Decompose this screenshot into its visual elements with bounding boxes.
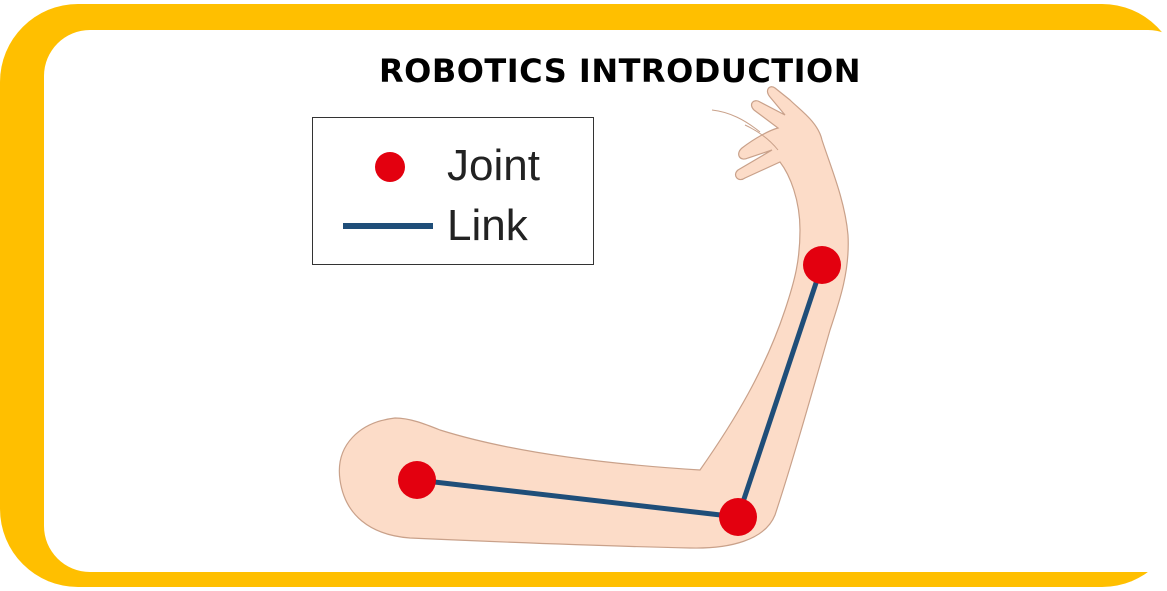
joint-elbow bbox=[719, 498, 757, 536]
legend-item-joint: Joint bbox=[313, 134, 593, 194]
joint-shoulder bbox=[398, 461, 436, 499]
joint-dot-icon bbox=[375, 152, 405, 182]
joint-wrist bbox=[803, 246, 841, 284]
link-line-icon bbox=[343, 223, 433, 229]
slide-title: ROBOTICS INTRODUCTION bbox=[300, 52, 940, 90]
legend-joint-label: Joint bbox=[447, 136, 540, 196]
legend-link-label: Link bbox=[447, 196, 528, 256]
legend-item-link: Link bbox=[313, 194, 593, 254]
legend-box: Joint Link bbox=[312, 117, 594, 265]
